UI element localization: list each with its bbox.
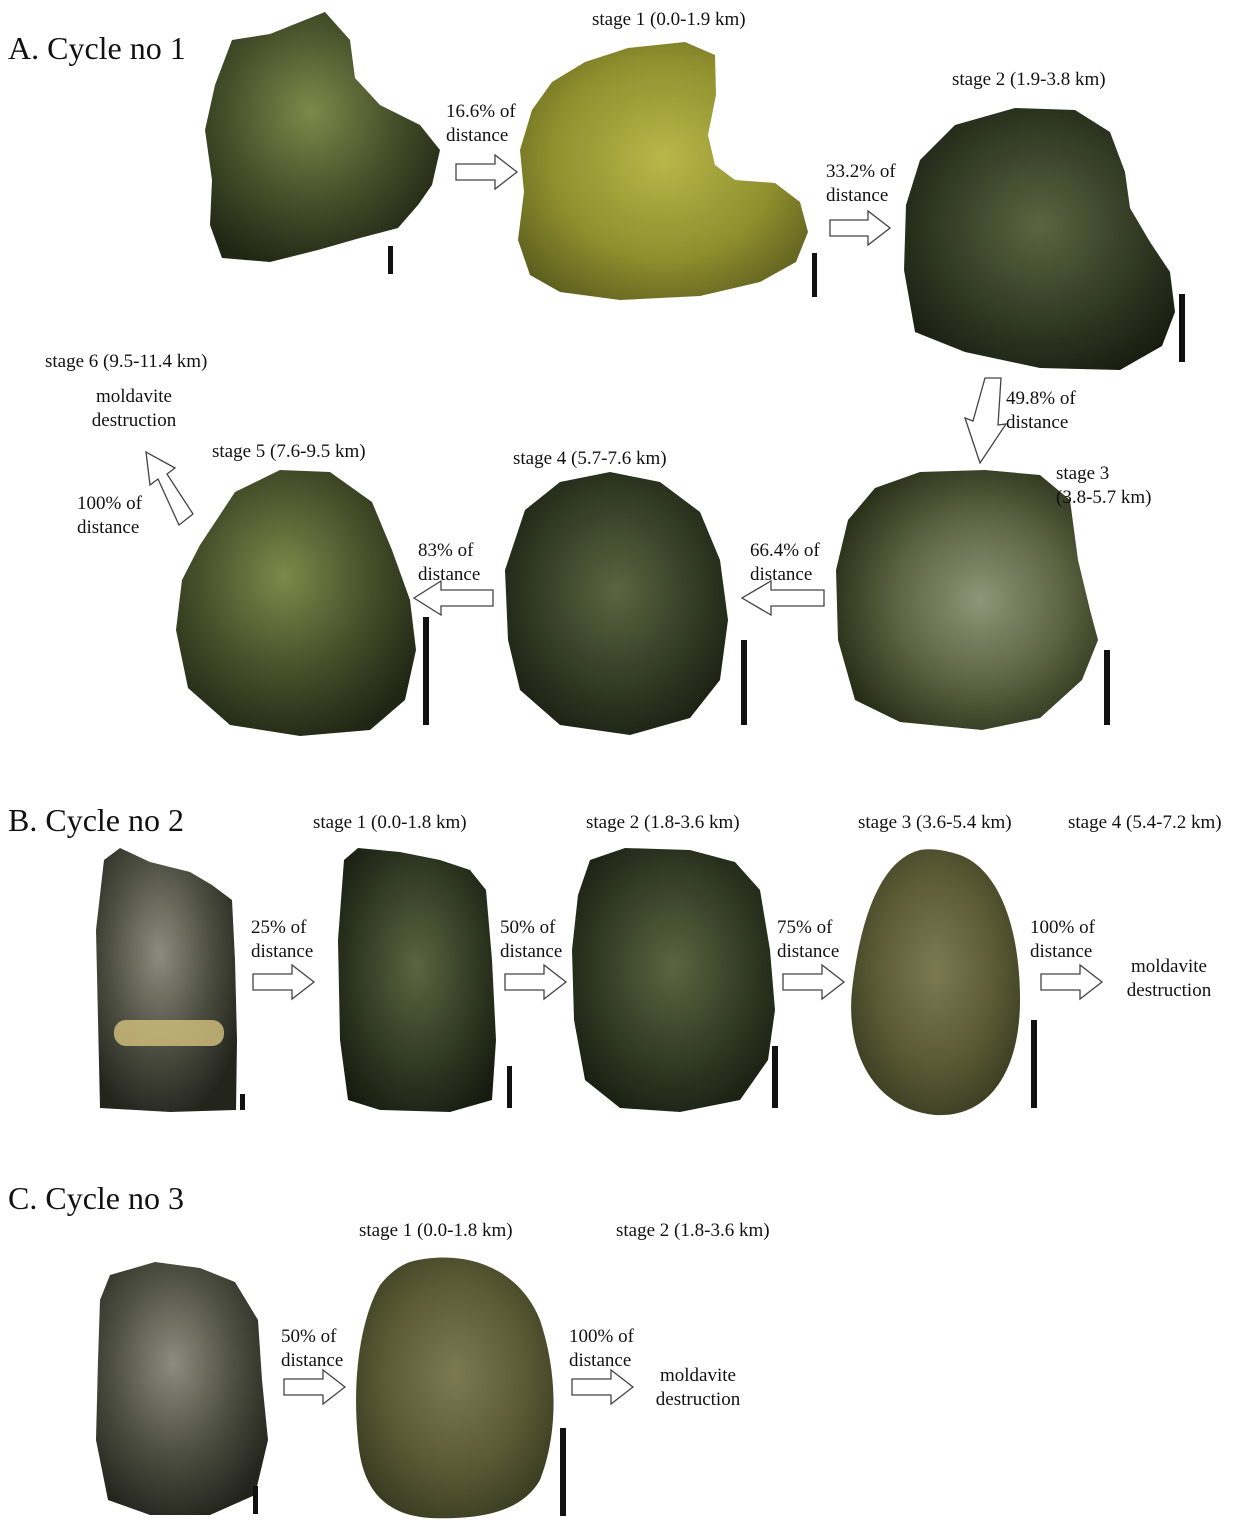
scale-bar (253, 1486, 258, 1514)
stage-label: stage 5 (7.6-9.5 km) (212, 442, 366, 462)
specimen-b-stage-2 (572, 848, 775, 1112)
arrow-label: distance (418, 565, 480, 585)
arrow-right (1041, 965, 1102, 999)
arrow-label: distance (446, 126, 508, 146)
arrow-label: distance (77, 518, 139, 538)
arrow-right (572, 1370, 633, 1404)
arrow-label: distance (1006, 413, 1068, 433)
scale-bar (423, 617, 429, 725)
arrow-down (965, 378, 1006, 463)
scale-bar (1031, 1020, 1037, 1108)
arrow-label: 50% of (281, 1327, 336, 1347)
arrow-label: distance (826, 186, 888, 206)
destruction-label: destruction (634, 1390, 762, 1410)
arrow-label: distance (750, 565, 812, 585)
arrow-label: 100% of (569, 1327, 634, 1347)
specimen-original-b-band (114, 1020, 224, 1046)
arrow-label: 16.6% of (446, 102, 516, 122)
arrow-label: 75% of (777, 918, 832, 938)
destruction-label: moldavite (634, 1366, 762, 1386)
arrow-label: 100% of (77, 494, 142, 514)
scale-bar (560, 1428, 566, 1516)
stage-label: stage 1 (0.0-1.8 km) (313, 813, 467, 833)
scale-bar (1179, 294, 1185, 362)
specimen-a-stage-1 (518, 42, 808, 300)
stage-label: stage 4 (5.7-7.6 km) (513, 449, 667, 469)
stage-label: stage 2 (1.8-3.6 km) (586, 813, 740, 833)
arrow-label: distance (281, 1351, 343, 1371)
stage-label: stage 3 (1056, 464, 1109, 484)
arrow-left (742, 581, 824, 615)
arrow-label: 50% of (500, 918, 555, 938)
stage-label: stage 2 (1.9-3.8 km) (952, 70, 1106, 90)
arrow-label: 83% of (418, 541, 473, 561)
scale-bar (772, 1046, 778, 1108)
stage-label: (3.8-5.7 km) (1056, 488, 1152, 508)
stage-label: stage 6 (9.5-11.4 km) (45, 352, 207, 372)
arrow-label: 33.2% of (826, 162, 896, 182)
destruction-label: destruction (1105, 981, 1233, 1001)
panel-title-b: B. Cycle no 2 (8, 804, 184, 838)
arrow-right (456, 155, 517, 189)
arrow-label: distance (251, 942, 313, 962)
specimen-a-stage-5 (176, 470, 416, 736)
stage-label: stage 4 (5.4-7.2 km) (1068, 813, 1222, 833)
arrow-up-left (146, 452, 193, 525)
arrow-right (505, 965, 566, 999)
arrow-label: distance (500, 942, 562, 962)
specimen-a-stage-3 (836, 470, 1098, 730)
specimen-a-stage-4 (505, 472, 728, 735)
stage-label: stage 2 (1.8-3.6 km) (616, 1221, 770, 1241)
stage-label: stage 3 (3.6-5.4 km) (858, 813, 1012, 833)
scale-bar (1104, 650, 1110, 725)
specimen-original-b (96, 848, 237, 1112)
arrow-label: 25% of (251, 918, 306, 938)
panel-title-c: C. Cycle no 3 (8, 1182, 184, 1216)
destruction-label: moldavite (1105, 957, 1233, 977)
arrow-label: distance (777, 942, 839, 962)
stage-label: stage 1 (0.0-1.9 km) (592, 10, 746, 30)
arrow-label: distance (569, 1351, 631, 1371)
specimen-original-c (96, 1262, 268, 1515)
destruction-label: destruction (70, 411, 198, 431)
arrow-left (414, 581, 493, 615)
arrow-right (284, 1370, 345, 1404)
specimen-c-stage-1 (356, 1258, 553, 1519)
arrow-right (783, 965, 844, 999)
arrow-label: distance (1030, 942, 1092, 962)
arrow-label: 49.8% of (1006, 389, 1076, 409)
scale-bar (388, 246, 393, 274)
arrow-label: 66.4% of (750, 541, 820, 561)
scale-bar (812, 253, 817, 297)
scale-bar (507, 1066, 512, 1108)
arrow-label: 100% of (1030, 918, 1095, 938)
stage-label: stage 1 (0.0-1.8 km) (359, 1221, 513, 1241)
arrow-right (830, 211, 890, 245)
scale-bar (240, 1094, 245, 1110)
destruction-label: moldavite (70, 387, 198, 407)
specimen-b-stage-3 (851, 849, 1020, 1115)
arrow-right (253, 965, 314, 999)
panel-title-a: A. Cycle no 1 (8, 32, 186, 66)
specimen-original-a (205, 12, 440, 262)
specimen-a-stage-2 (904, 108, 1175, 370)
specimen-b-stage-1 (338, 848, 496, 1112)
scale-bar (741, 640, 747, 725)
